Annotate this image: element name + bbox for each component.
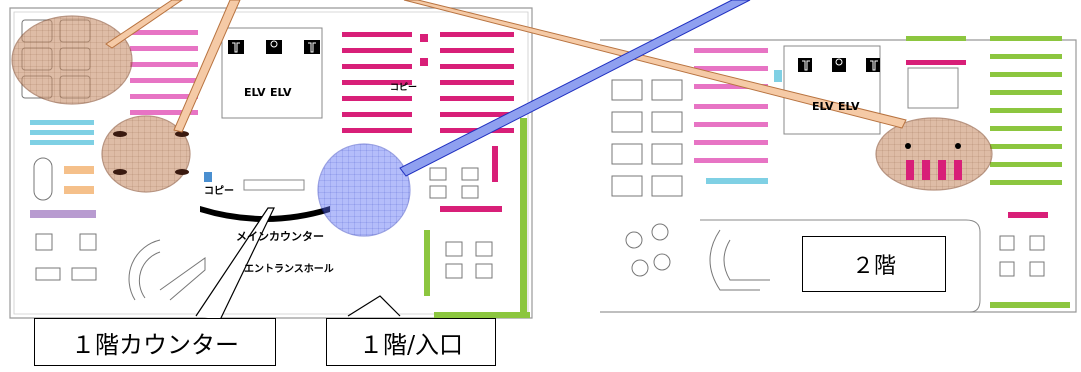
- callout-pointers: [105, 0, 907, 321]
- elv-label: ELV: [244, 86, 266, 99]
- entrance-hall-label: エントランスホール: [244, 264, 334, 275]
- floor2-plan: [600, 36, 1077, 313]
- second-floor-callout: ２階: [802, 236, 946, 292]
- copy-label: コピー: [390, 83, 418, 93]
- main-counter-label: メインカウンター: [236, 230, 324, 243]
- copy-label: コピー: [204, 186, 234, 197]
- elv-label: ELV: [270, 86, 292, 99]
- first-floor-counter-callout: １階カウンター: [34, 318, 276, 366]
- highlight-regions: [11, 15, 993, 237]
- first-floor-entrance-callout: １階/入口: [326, 318, 496, 366]
- elv-label: ELV: [838, 100, 860, 113]
- elv-label: ELV: [812, 100, 834, 113]
